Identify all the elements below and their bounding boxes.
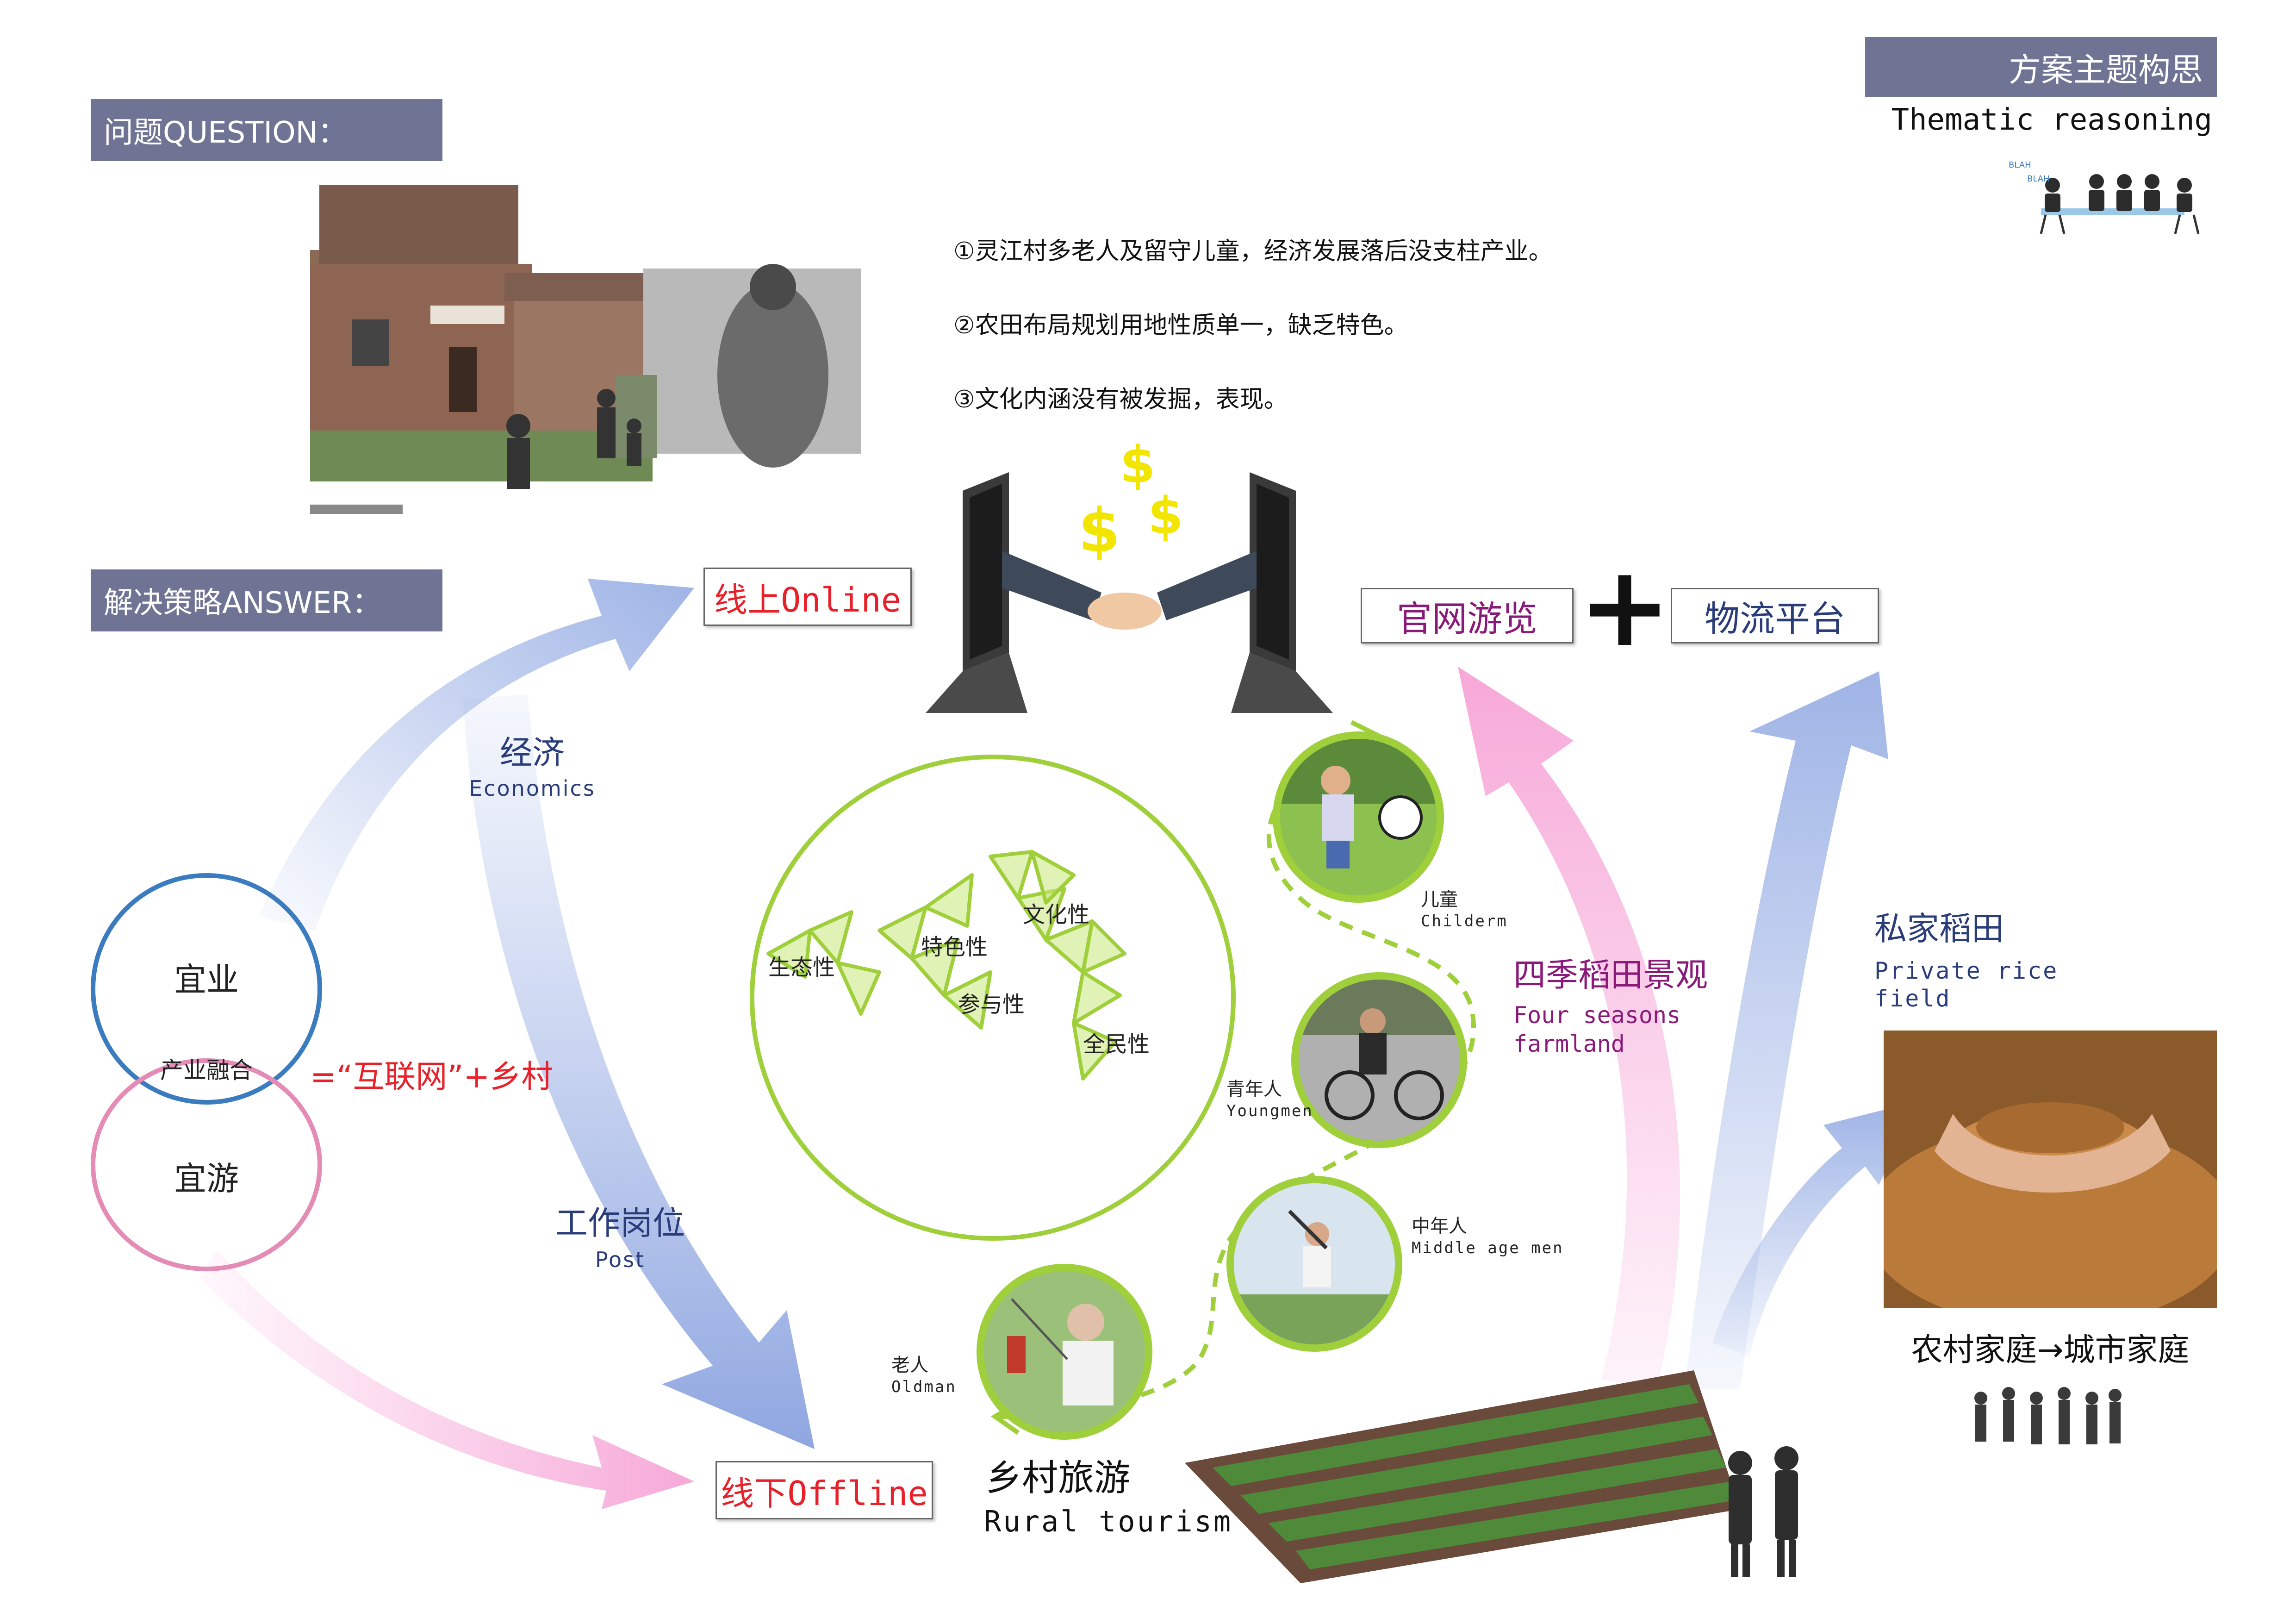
- formula-text: =“互联网”+乡村: [310, 1059, 553, 1095]
- online-box: 线上Online: [703, 568, 912, 626]
- question-tab-label: 问题QUESTION：: [104, 116, 348, 150]
- child-en: Childerm: [1421, 912, 1508, 931]
- arrow-blue-right: [1685, 671, 1888, 1389]
- private-field-en-1: Private rice: [1874, 957, 2059, 984]
- family-text: 农村家庭→城市家庭: [1911, 1332, 2190, 1368]
- offline-box: 线下Offline: [716, 1461, 933, 1519]
- dollar-sign-3: $: [1148, 486, 1183, 545]
- theme-tab-label: 方案主题构思: [2009, 50, 2203, 89]
- traits-network: [766, 850, 1126, 1081]
- official-site-box: 官网游览: [1361, 588, 1574, 643]
- youngman-cn: 青年人: [1226, 1079, 1282, 1100]
- rural-tourism-cn: 乡村旅游: [986, 1457, 1131, 1499]
- rural-tourism-en: Rural tourism: [984, 1505, 1233, 1538]
- youngman-photo: [1291, 972, 1467, 1148]
- problem-3: ③文化内涵没有被发掘，表现。: [953, 386, 1288, 413]
- oldman-cn: 老人: [891, 1355, 928, 1376]
- arrow-pink-left: [199, 1250, 694, 1509]
- circle-tourism-label: 宜游: [174, 1160, 239, 1198]
- arrow-blue-private: [1712, 1102, 1916, 1356]
- dollar-sign-2: $: [1078, 495, 1120, 566]
- answer-tab-label: 解决策略ANSWER：: [104, 586, 382, 620]
- private-field-cn: 私家稻田: [1874, 910, 2004, 948]
- theme-tab: 方案主题构思: [1865, 37, 2217, 97]
- child-photo: [1273, 731, 1444, 903]
- official-site-label: 官网游览: [1397, 598, 1537, 639]
- arrow-pink-right: [1458, 667, 1680, 1389]
- circle-overlap-label: 产业融合: [160, 1057, 253, 1084]
- plus-sign: +: [1578, 542, 1672, 671]
- child-cn: 儿童: [1421, 889, 1458, 910]
- circle-tourism: [91, 1058, 322, 1271]
- answer-tab: 解决策略ANSWER：: [91, 569, 442, 631]
- middleage-photo: [1226, 1176, 1402, 1352]
- oldman-en: Oldman: [891, 1378, 957, 1396]
- handshake-illustration: $ $ $: [907, 435, 1351, 722]
- theme-subtitle: Thematic reasoning: [1891, 103, 2212, 137]
- trait-cultural: 文化性: [1023, 902, 1090, 928]
- online-label: 线上Online: [714, 580, 902, 619]
- farmland-illustration: [1185, 1370, 1879, 1583]
- problem-1: ①灵江村多老人及留守儿童，经济发展落后没支柱产业。: [953, 237, 1553, 265]
- trait-participatory: 参与性: [958, 992, 1025, 1018]
- walking-crowd: [1962, 1380, 2129, 1468]
- middleage-en: Middle age men: [1412, 1239, 1564, 1257]
- dollar-sign-1: $: [1120, 435, 1156, 494]
- village-photo: [310, 181, 865, 514]
- circle-industry-label: 宜业: [174, 961, 239, 999]
- seasons-en-1: Four seasons: [1513, 1002, 1681, 1029]
- youngman-en: Youngmen: [1226, 1102, 1313, 1120]
- meeting-illustration: BLAH BLAH: [2009, 153, 2217, 236]
- post-en: Post: [595, 1247, 646, 1272]
- private-field-en-2: field: [1874, 985, 1951, 1012]
- arrow-economics: [259, 579, 694, 931]
- traits-circle: [750, 755, 1236, 1241]
- trait-universal: 全民性: [1083, 1031, 1150, 1057]
- question-tab: 问题QUESTION：: [91, 99, 442, 161]
- arrow-post: [463, 694, 815, 1449]
- economics-cn: 经济: [500, 734, 565, 772]
- offline-label: 线下Offline: [721, 1474, 928, 1513]
- logistics-label: 物流平台: [1705, 598, 1845, 639]
- economics-en: Economics: [469, 776, 596, 801]
- blah-label-1: BLAH: [2009, 160, 2031, 170]
- oldman-photo: [977, 1264, 1152, 1440]
- seasons-en-2: farmland: [1513, 1031, 1625, 1057]
- post-cn: 工作岗位: [555, 1204, 685, 1242]
- trait-ecological: 生态性: [768, 955, 835, 981]
- blah-label-2: BLAH: [2027, 174, 2050, 184]
- logistics-box: 物流平台: [1671, 588, 1879, 643]
- middleage-cn: 中年人: [1412, 1216, 1467, 1237]
- seasons-cn: 四季稻田景观: [1513, 956, 1708, 994]
- trait-distinctive: 特色性: [921, 934, 988, 960]
- problem-2: ②农田布局规划用地性质单一，缺乏特色。: [953, 312, 1408, 339]
- rice-photo: [1884, 1031, 2217, 1308]
